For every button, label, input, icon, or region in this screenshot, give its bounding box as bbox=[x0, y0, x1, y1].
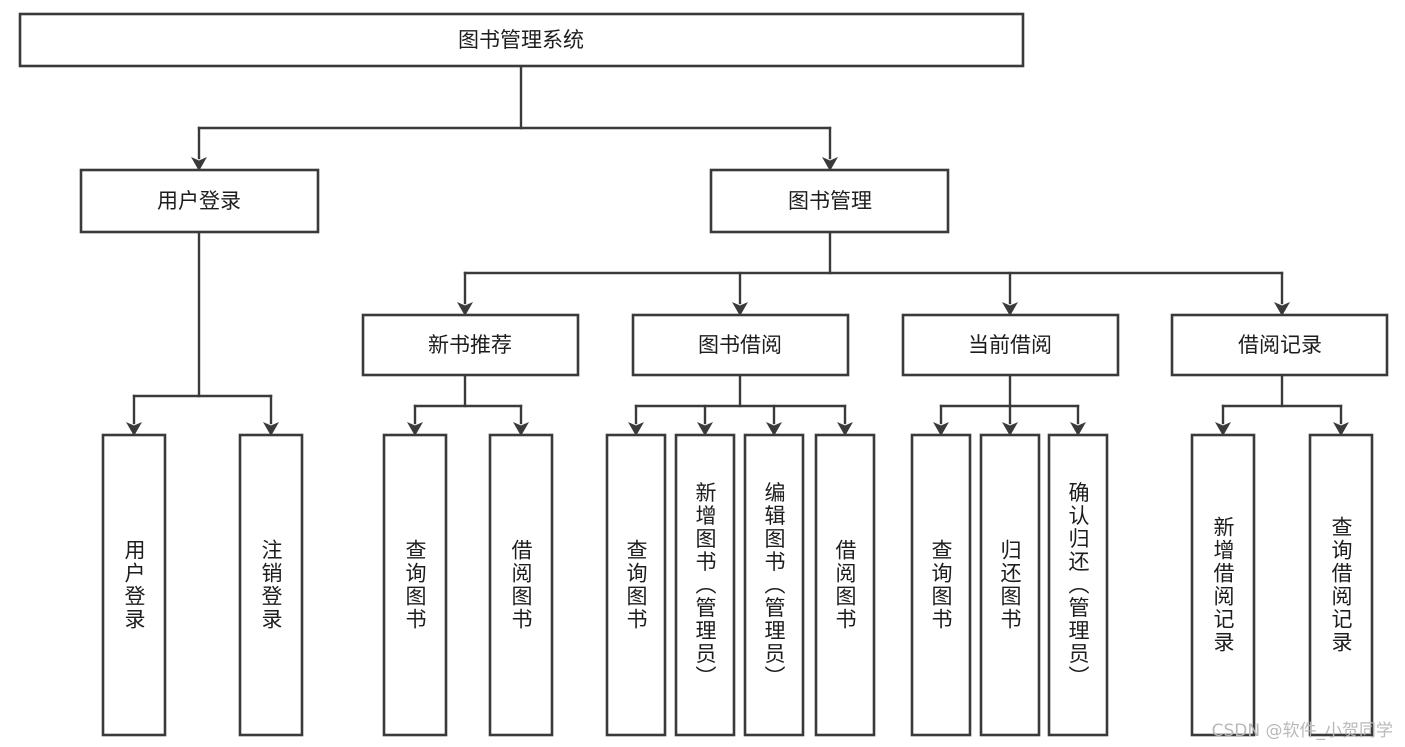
leaf-book-borrow-edit[interactable]: 编辑图书（管理员） bbox=[743, 433, 805, 737]
leaf-box[interactable] bbox=[238, 433, 304, 737]
leaf-box[interactable] bbox=[1308, 433, 1374, 737]
leaf-label: 查询图书 bbox=[929, 539, 953, 631]
leaf-label: 用户登录 bbox=[122, 539, 146, 631]
leaf-current-borrow-confirm[interactable]: 确认归还（管理员） bbox=[1047, 433, 1109, 737]
leaf-label: 确认归还（管理员） bbox=[1066, 482, 1090, 689]
node-current-borrow-box[interactable] bbox=[901, 313, 1120, 377]
leaf-box[interactable] bbox=[101, 433, 167, 737]
node-current-borrow-label: 当前借阅 bbox=[968, 333, 1052, 357]
leaf-label: 查询借阅记录 bbox=[1329, 516, 1353, 654]
node-user-login-label: 用户登录 bbox=[157, 189, 241, 213]
node-user-login[interactable]: 用户登录 bbox=[79, 168, 320, 234]
leaf-label: 新增借阅记录 bbox=[1211, 516, 1235, 654]
leaf-box[interactable] bbox=[910, 433, 972, 737]
node-root[interactable]: 图书管理系统 bbox=[18, 12, 1025, 68]
leaf-box[interactable] bbox=[1047, 433, 1109, 737]
node-new-book-label: 新书推荐 bbox=[428, 333, 512, 357]
leaf-box[interactable] bbox=[743, 433, 805, 737]
leaf-box[interactable] bbox=[674, 433, 736, 737]
node-book-borrow-box[interactable] bbox=[631, 313, 850, 377]
leaf-label: 借阅图书 bbox=[509, 539, 533, 631]
leaf-box[interactable] bbox=[814, 433, 876, 737]
connector-layer bbox=[126, 64, 1349, 436]
leaf-box[interactable] bbox=[488, 433, 554, 737]
leaf-book-borrow-add[interactable]: 新增图书（管理员） bbox=[674, 433, 736, 737]
node-user-login-box[interactable] bbox=[79, 168, 320, 234]
node-root-label: 图书管理系统 bbox=[458, 28, 584, 52]
leaf-new-book-borrow[interactable]: 借阅图书 bbox=[488, 433, 554, 737]
leaf-label: 注销登录 bbox=[259, 539, 283, 631]
leaf-book-borrow-borrow[interactable]: 借阅图书 bbox=[814, 433, 876, 737]
node-borrow-record-label: 借阅记录 bbox=[1238, 333, 1322, 357]
node-book-manage-box[interactable] bbox=[709, 168, 950, 234]
leaf-user-login-logout[interactable]: 注销登录 bbox=[238, 433, 304, 737]
leaf-book-borrow-query[interactable]: 查询图书 bbox=[605, 433, 667, 737]
leaf-borrow-record-add[interactable]: 新增借阅记录 bbox=[1190, 433, 1256, 737]
leaf-label: 归还图书 bbox=[998, 539, 1022, 631]
node-book-manage-label: 图书管理 bbox=[788, 189, 872, 213]
node-new-book-box[interactable] bbox=[361, 313, 580, 377]
leaf-box[interactable] bbox=[1190, 433, 1256, 737]
node-current-borrow[interactable]: 当前借阅 bbox=[901, 313, 1120, 377]
leaf-label: 查询图书 bbox=[624, 539, 648, 631]
leaf-box[interactable] bbox=[382, 433, 448, 737]
node-new-book[interactable]: 新书推荐 bbox=[361, 313, 580, 377]
leaf-label: 编辑图书（管理员） bbox=[762, 482, 786, 689]
leaf-borrow-record-query[interactable]: 查询借阅记录 bbox=[1308, 433, 1374, 737]
node-book-borrow-label: 图书借阅 bbox=[698, 333, 782, 357]
leaf-user-login-login[interactable]: 用户登录 bbox=[101, 433, 167, 737]
node-book-borrow[interactable]: 图书借阅 bbox=[631, 313, 850, 377]
leaf-current-borrow-return[interactable]: 归还图书 bbox=[979, 433, 1041, 737]
leaf-new-book-query[interactable]: 查询图书 bbox=[382, 433, 448, 737]
node-borrow-record[interactable]: 借阅记录 bbox=[1170, 313, 1389, 377]
leaf-label: 查询图书 bbox=[403, 539, 427, 631]
leaf-label: 新增图书（管理员） bbox=[693, 482, 717, 689]
node-borrow-record-box[interactable] bbox=[1170, 313, 1389, 377]
csdn-watermark: CSDN @软件_小贺同学 bbox=[1211, 721, 1393, 741]
node-book-manage[interactable]: 图书管理 bbox=[709, 168, 950, 234]
leaf-current-borrow-query[interactable]: 查询图书 bbox=[910, 433, 972, 737]
leaf-label: 借阅图书 bbox=[833, 539, 857, 631]
leaf-box[interactable] bbox=[605, 433, 667, 737]
node-root-box[interactable] bbox=[18, 12, 1025, 68]
leaf-box[interactable] bbox=[979, 433, 1041, 737]
